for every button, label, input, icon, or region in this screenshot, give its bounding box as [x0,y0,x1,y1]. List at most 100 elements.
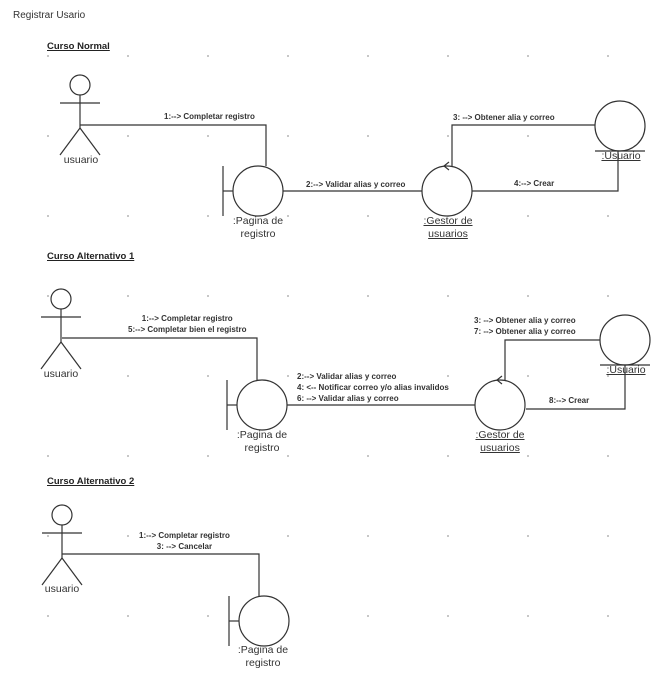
grid-dot [367,455,369,457]
actor-label: usuario [63,154,99,166]
actor-icon [51,504,73,526]
section-heading-normal: Curso Normal [47,41,110,52]
control-icon [421,165,473,217]
grid-dot [607,295,609,297]
grid-dot [207,615,209,617]
actor-icon [41,557,63,586]
grid-dot [527,135,529,137]
grid-dot [287,455,289,457]
grid-dot [207,55,209,57]
grid-dot [527,535,529,537]
link-actor-boundary [80,124,267,166]
grid-dot [527,295,529,297]
actor-label: usuario [44,583,80,595]
link-control-entity [451,124,595,166]
grid-dot [447,535,449,537]
grid-dot [287,215,289,217]
grid-dot [287,135,289,137]
grid-dot [447,55,449,57]
grid-dot [367,615,369,617]
link-actor-boundary [62,553,260,596]
grid-dot [47,535,49,537]
grid-dot [287,295,289,297]
grid-dot [47,295,49,297]
actor-icon [40,341,62,370]
link-entity-control [526,365,626,410]
grid-dot [207,295,209,297]
grid-dot [47,135,49,137]
control-label: :Gestor de usuarios [423,215,473,240]
control-label: :Gestor de usuarios [475,429,525,454]
grid-dot [47,455,49,457]
grid-dot [207,135,209,137]
message-actor-boundary: 1:--> Completar registro 5:--> Completar… [128,314,247,334]
grid-dot [367,535,369,537]
grid-dot [447,375,449,377]
grid-dot [207,455,209,457]
grid-dot [287,375,289,377]
boundary-icon [232,165,284,217]
entity-icon [594,100,646,152]
grid-dot [367,135,369,137]
entity-label: :Usuario [606,364,646,376]
grid-dot [607,215,609,217]
grid-dot [207,535,209,537]
diagram-title: Registrar Usario [13,10,86,21]
grid-dot [527,375,529,377]
control-icon [443,161,450,171]
grid-dot [367,215,369,217]
grid-dot [527,455,529,457]
message-control-entity: 3: --> Obtener alia y correo 7: --> Obte… [474,316,576,336]
grid-dot [127,375,129,377]
actor-icon [79,127,101,156]
boundary-label: :Pagina de registro [236,429,288,454]
grid-dot [47,55,49,57]
grid-dot [127,455,129,457]
grid-dot [607,615,609,617]
section-heading-alt-1: Curso Alternativo 1 [47,251,135,262]
message-boundary-control: 2:--> Validar alias y correo 4: <-- Noti… [297,372,449,403]
grid-dot [607,455,609,457]
grid-dot [207,375,209,377]
entity-icon [599,314,651,366]
grid-dot [47,215,49,217]
grid-dot [527,615,529,617]
grid-dot [447,615,449,617]
boundary-label: :Pagina de registro [237,644,289,669]
actor-icon [61,557,83,586]
grid-dot [47,375,49,377]
message-entity-control: 4:--> Crear [514,179,555,188]
actor-label: usuario [43,368,79,380]
message-entity-control: 8:--> Crear [549,396,590,405]
boundary-icon [238,595,290,647]
link-control-entity [504,339,601,380]
grid-dot [207,215,209,217]
message-control-entity: 3: --> Obtener alia y correo [453,113,555,122]
actor-icon [59,127,81,156]
grid-dot [287,55,289,57]
grid-dot [367,375,369,377]
grid-dot [127,135,129,137]
grid-dot [447,455,449,457]
grid-dot [127,295,129,297]
entity-label: :Usuario [601,150,641,162]
grid-dot [527,55,529,57]
link-entity-control [472,150,619,192]
message-boundary-control: 2:--> Validar alias y correo [306,180,406,189]
actor-icon [50,288,72,310]
grid-dot [287,535,289,537]
grid-dot [527,215,529,217]
boundary-icon [236,379,288,431]
control-icon [474,379,526,431]
grid-dot [367,295,369,297]
actor-icon [60,341,82,370]
grid-dot [447,295,449,297]
control-icon [496,375,503,385]
actor-icon [69,74,91,96]
message-actor-boundary: 1:--> Completar registro 3: --> Cancelar [139,531,230,551]
grid-dot [607,55,609,57]
grid-dot [367,55,369,57]
grid-dot [127,215,129,217]
grid-dot [607,375,609,377]
